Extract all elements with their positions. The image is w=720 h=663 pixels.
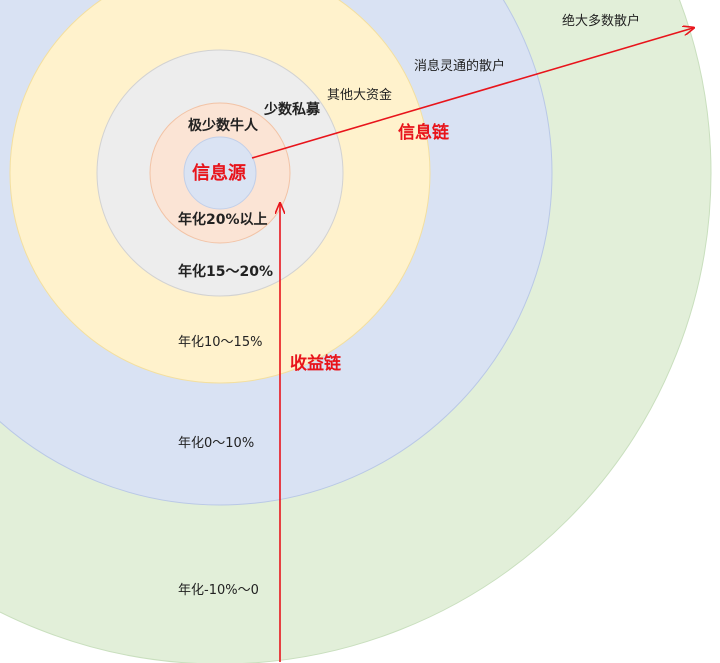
info-chain-label: 信息链 xyxy=(398,122,450,143)
center-label: 信息源 xyxy=(192,162,246,184)
ring3-return-label: 年化10～15% xyxy=(178,335,262,350)
ring1-who-label: 极少数牛人 xyxy=(188,117,259,134)
ring3-who-label: 其他大资金 xyxy=(327,87,392,103)
ring1-return-label: 年化20%以上 xyxy=(178,211,268,228)
return-chain-label: 收益链 xyxy=(290,353,342,374)
ring2-who-label: 少数私募 xyxy=(263,101,321,118)
ring4-return-label: 年化0～10% xyxy=(178,436,254,451)
info-chain-arrow xyxy=(251,28,693,159)
ring2-return-label: 年化15～20% xyxy=(178,263,273,280)
ring-center xyxy=(183,136,257,210)
ring4-who-label: 消息灵通的散户 xyxy=(414,58,505,74)
ring5-return-label: 年化-10%～0 xyxy=(178,583,259,598)
ring5-who-label: 绝大多数散户 xyxy=(562,13,640,29)
